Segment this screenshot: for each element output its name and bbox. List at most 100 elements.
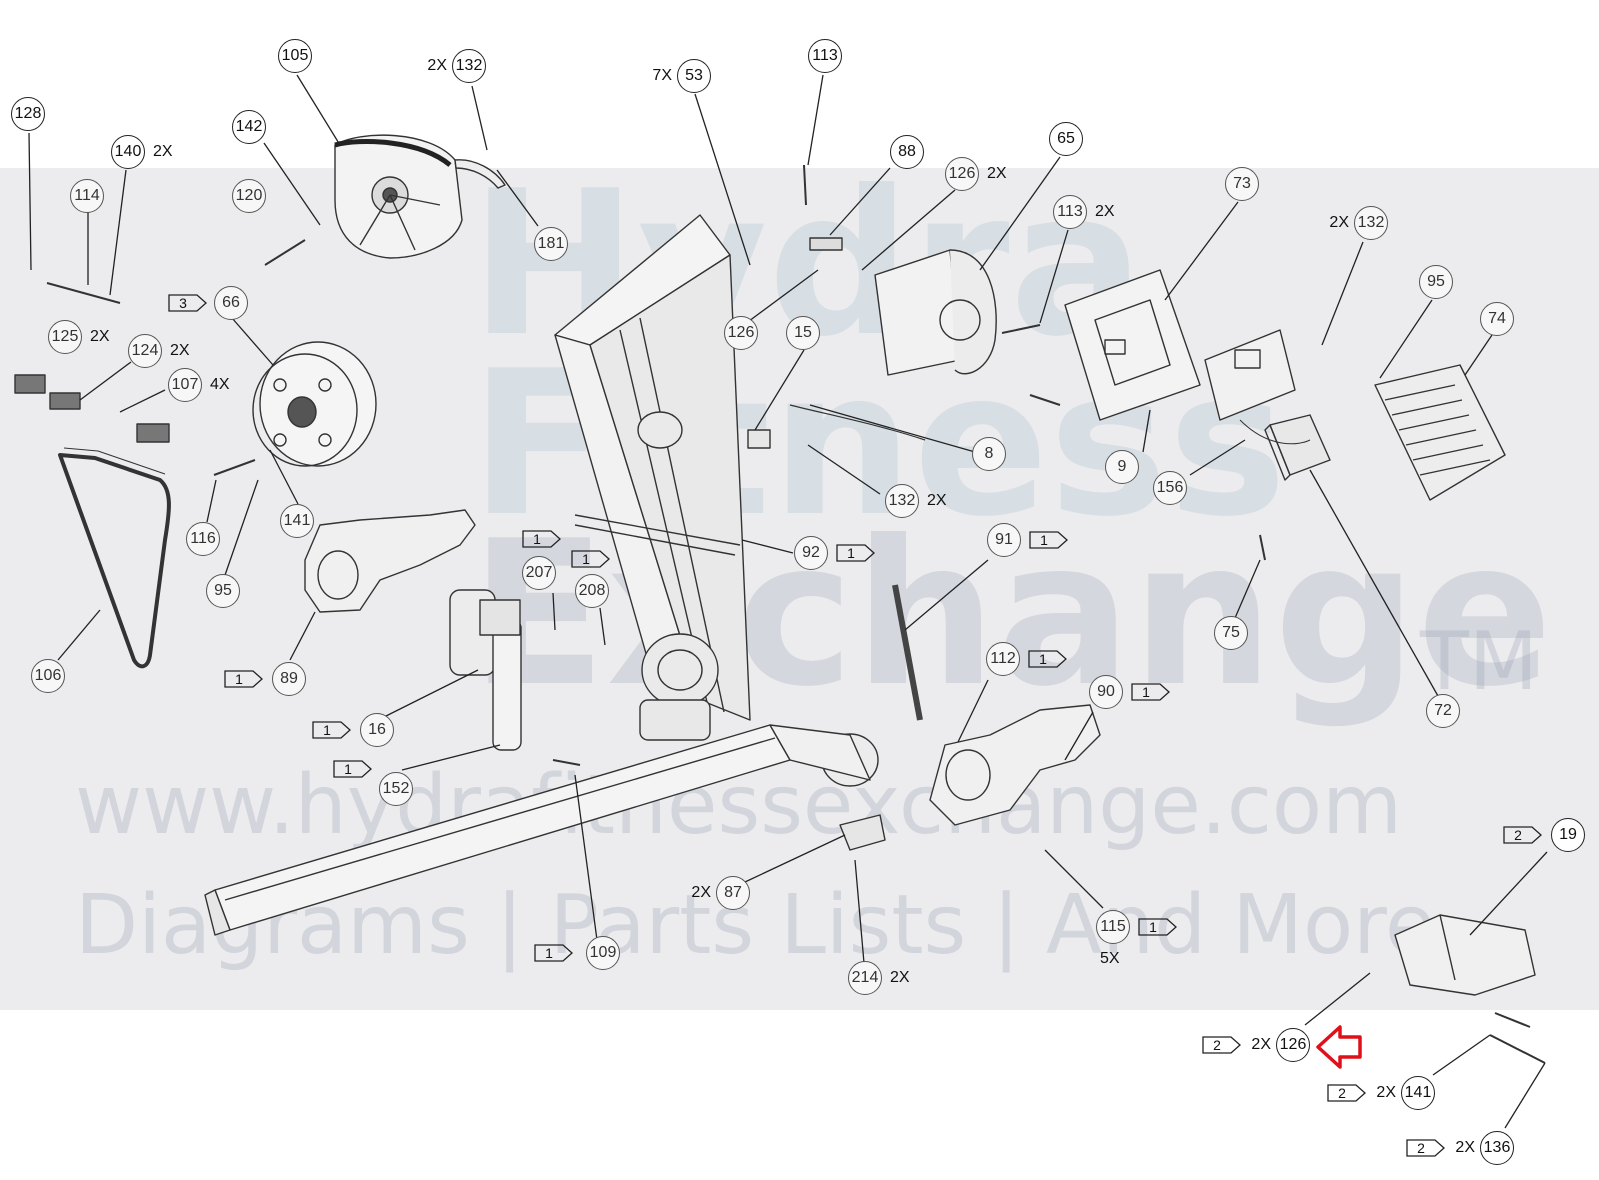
pad-125-drawing	[14, 374, 46, 394]
callout-74[interactable]: 74	[1480, 302, 1514, 336]
callout-8[interactable]: 8	[972, 437, 1006, 471]
callout-125[interactable]: 125 2X	[48, 320, 110, 354]
brake-bracket-drawing	[454, 159, 506, 189]
bracket-89-drawing	[304, 509, 476, 613]
frame-upright	[554, 214, 751, 721]
bolt-109-drawing	[552, 759, 581, 766]
callout-90[interactable]: 90 1	[1089, 675, 1170, 709]
callout-207[interactable]: 207 1	[522, 530, 561, 590]
callout-113[interactable]: 113	[808, 39, 842, 73]
callout-126-highlighted[interactable]: 126 2X 2	[1202, 1028, 1310, 1062]
module-72-drawing	[1264, 414, 1331, 481]
qty-label: 2X	[1251, 1036, 1271, 1053]
qty-label: 2X	[170, 342, 190, 359]
heatsink-drawing	[1374, 364, 1506, 501]
callout-109[interactable]: 109 1	[534, 936, 620, 970]
callout-88[interactable]: 88	[890, 135, 924, 169]
callout-107[interactable]: 107 4X	[168, 368, 230, 402]
bolt-114-drawing	[46, 282, 121, 304]
qty-label: 2X	[90, 328, 110, 345]
bolt-113-drawing	[803, 164, 807, 206]
callout-106[interactable]: 106	[31, 659, 65, 693]
qty-label: 2X	[1329, 214, 1349, 231]
pad-124-drawing	[49, 392, 81, 410]
actuator-drawing	[449, 589, 522, 751]
cable-156-drawing	[1239, 419, 1311, 445]
callout-95b[interactable]: 95	[206, 574, 240, 608]
callout-124[interactable]: 124 2X	[128, 334, 190, 368]
callout-105[interactable]: 105	[278, 39, 312, 73]
highlight-arrow	[1316, 1025, 1362, 1069]
plate-88-drawing	[809, 237, 843, 251]
qty-label: 5X	[1100, 950, 1120, 967]
qty-label: 2X	[1095, 203, 1115, 220]
callout-181[interactable]: 181	[534, 227, 568, 261]
foot-87-drawing	[839, 814, 886, 851]
callout-141b[interactable]: 141 2X 2	[1327, 1076, 1435, 1110]
callout-136[interactable]: 136 2X 2	[1406, 1131, 1514, 1165]
callout-9[interactable]: 9	[1105, 450, 1139, 484]
callout-116[interactable]: 116	[186, 522, 220, 556]
callout-92[interactable]: 92 1	[794, 536, 875, 570]
callout-89[interactable]: 89 1	[224, 662, 306, 696]
callout-132b[interactable]: 132 2X	[1329, 206, 1388, 240]
callout-152[interactable]: 152 1	[333, 760, 413, 806]
callout-15[interactable]: 15	[786, 316, 820, 350]
pulley-drawing	[252, 341, 377, 467]
qty-label: 2X	[691, 884, 711, 901]
cable-8-drawing	[789, 404, 926, 441]
qty-label: 7X	[652, 67, 672, 84]
bolt-extra-drawing	[1029, 394, 1061, 406]
watermark-band	[0, 168, 1599, 1010]
pin-75-drawing	[1259, 534, 1266, 561]
qty-label: 2X	[153, 143, 173, 160]
callout-65[interactable]: 65	[1049, 122, 1083, 156]
bracket-19-drawing	[1394, 914, 1536, 996]
drive-belt-drawing	[58, 447, 171, 669]
callout-132[interactable]: 132 2X	[427, 49, 486, 83]
bracket-90-drawing	[929, 704, 1101, 826]
pad-107-drawing	[136, 423, 170, 443]
frame-crank-housing	[574, 411, 741, 741]
callout-142[interactable]: 142	[232, 110, 266, 144]
callout-87[interactable]: 87 2X	[691, 876, 750, 910]
callout-16[interactable]: 16 1	[312, 713, 394, 747]
qty-label: 2X	[987, 165, 1007, 182]
callout-75[interactable]: 75	[1214, 616, 1248, 650]
callout-95[interactable]: 95	[1419, 265, 1453, 299]
bolt-120-drawing	[264, 239, 306, 266]
gas-spring-drawing	[892, 584, 923, 721]
callout-141[interactable]: 141	[280, 504, 314, 538]
qty-label: 2X	[1376, 1084, 1396, 1101]
callout-126b[interactable]: 126	[724, 316, 758, 350]
callout-132c[interactable]: 132 2X	[885, 484, 947, 518]
bolt-113b-drawing	[1001, 324, 1041, 334]
callout-66[interactable]: 66 3	[168, 286, 248, 320]
qty-label: 2X	[1455, 1139, 1475, 1156]
brake-assembly-drawing	[874, 249, 997, 376]
qty-label: 2X	[890, 969, 910, 986]
callout-214[interactable]: 214 2X	[848, 961, 910, 995]
control-board-drawing	[1064, 269, 1201, 421]
callout-120[interactable]: 120	[232, 179, 266, 213]
callout-72[interactable]: 72	[1426, 694, 1460, 728]
callout-126[interactable]: 126 2X	[945, 157, 1007, 191]
callout-128[interactable]: 128	[11, 97, 45, 131]
flywheel-drawing	[334, 134, 463, 259]
callout-91[interactable]: 91 1	[987, 523, 1068, 557]
callout-156[interactable]: 156	[1153, 471, 1187, 505]
callout-112[interactable]: 112 1	[986, 642, 1067, 676]
sensor-15-drawing	[747, 429, 771, 449]
callout-53[interactable]: 53 7X	[652, 59, 711, 93]
callout-114[interactable]: 114	[70, 179, 104, 213]
callout-19[interactable]: 19 2	[1503, 818, 1585, 852]
callout-115[interactable]: 115 1 5X	[1096, 910, 1177, 967]
bolt-136-drawing	[1489, 1034, 1546, 1064]
callout-113b[interactable]: 113 2X	[1053, 195, 1115, 229]
callout-140[interactable]: 140 2X	[111, 135, 173, 169]
callout-73[interactable]: 73	[1225, 167, 1259, 201]
qty-label: 2X	[927, 492, 947, 509]
callout-208[interactable]: 208 1	[571, 550, 610, 608]
qty-label: 2X	[427, 57, 447, 74]
